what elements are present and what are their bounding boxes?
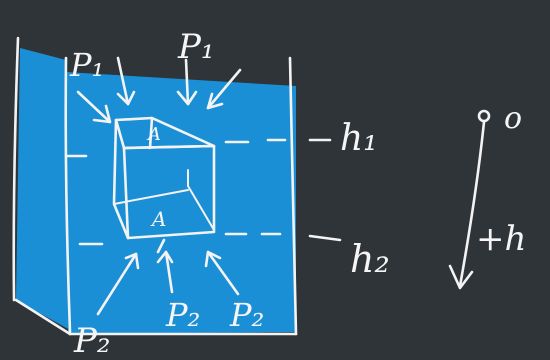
label-level-2: h₂ — [350, 237, 390, 281]
cube — [112, 116, 216, 240]
label-direction: +h — [476, 219, 526, 259]
label-p1-top: P₁ — [177, 27, 215, 67]
level-2-dashes — [78, 232, 342, 246]
container-inner-left-edge — [64, 56, 72, 334]
label-p2-left: P₂ — [73, 321, 111, 360]
level-1-dashes — [64, 138, 332, 158]
depth-axis — [448, 109, 491, 290]
label-p2-right: P₂ — [229, 296, 264, 334]
label-face-top: A — [146, 124, 161, 145]
top-pressure-arrows — [76, 56, 242, 124]
bottom-pressure-arrows — [96, 238, 240, 316]
label-level-1: h₁ — [340, 118, 378, 159]
depth-arrow — [458, 120, 486, 288]
label-p1-left: P₁ — [69, 46, 104, 84]
water-front-face — [66, 72, 296, 334]
label-p2-mid: P₂ — [165, 296, 200, 334]
container-right-edge — [288, 56, 298, 336]
container-bottom-left-edge — [14, 298, 72, 336]
label-origin: o — [504, 101, 522, 136]
label-face-bottom: A — [150, 207, 166, 231]
container-left-edge — [12, 36, 20, 302]
water-side-panel — [16, 48, 70, 330]
